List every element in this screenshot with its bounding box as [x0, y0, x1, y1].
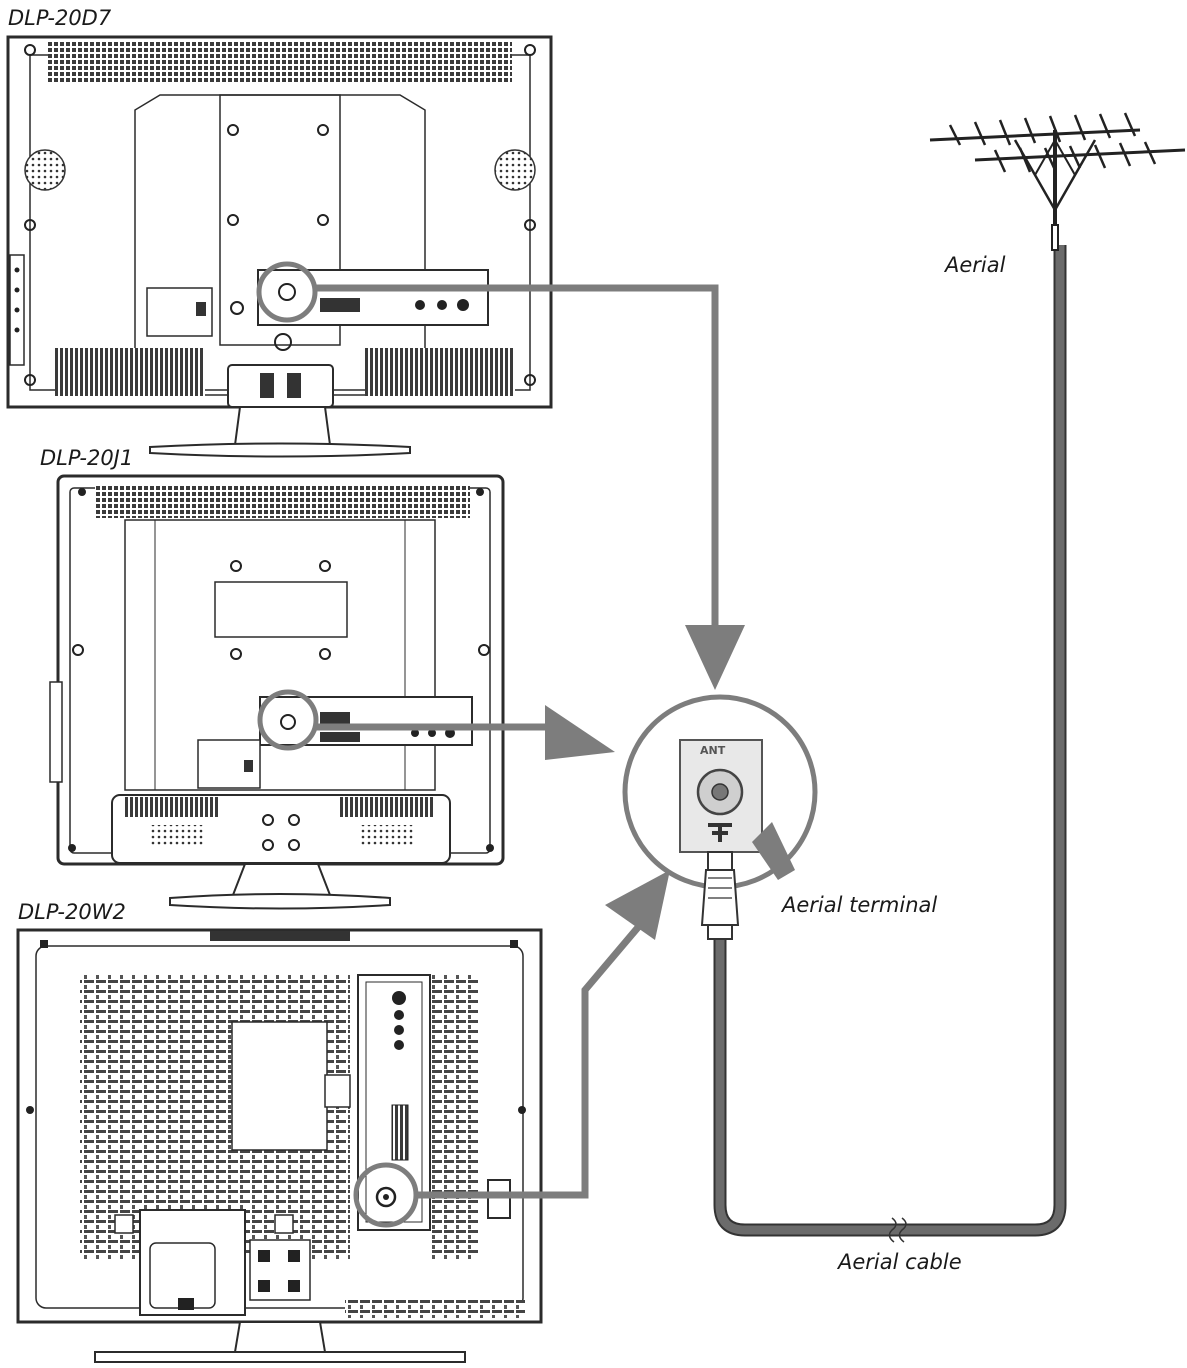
tv1-ant-highlight — [256, 261, 318, 323]
tv3-mount-plate — [231, 1021, 328, 1151]
tv2-ant-socket — [280, 714, 296, 730]
tv2-top-grille — [95, 484, 470, 518]
tv1-ant-socket — [278, 283, 296, 301]
aerial-terminal-pointer — [752, 822, 795, 880]
tv2-connector-panel — [259, 696, 473, 746]
tv3-stand-neck — [233, 1321, 327, 1353]
arrow-tv3-path — [416, 922, 643, 1199]
arrow-tv1-path — [315, 284, 719, 628]
tv2-label-plate — [214, 581, 348, 638]
tv3-vent-grid-right — [432, 975, 480, 1260]
model-label-dlp-20j1: DLP-20J1 — [40, 446, 138, 470]
cable-break-mark — [888, 1217, 907, 1243]
tv3-ant-socket — [375, 1186, 397, 1208]
tv1-speaker-right — [494, 149, 536, 191]
aerial-terminal-closeup — [622, 694, 818, 940]
tv2-stand-neck — [231, 863, 332, 896]
arrow-tv1-head — [685, 625, 745, 690]
model-label-dlp-20d7: DLP-20D7 — [8, 6, 112, 30]
tv2-stand-base — [169, 893, 391, 910]
aerial-cable — [715, 245, 1065, 1235]
tv2-side-buttons — [49, 681, 63, 783]
aerial-antenna — [929, 112, 1186, 251]
tv1-bottom-grille-right — [365, 348, 515, 396]
tv1-bottom-grille-left — [55, 348, 205, 396]
tv1-speaker-left — [24, 149, 66, 191]
tv-dlp-20j1 — [49, 474, 505, 910]
model-label-dlp-20w2: DLP-20W2 — [18, 900, 126, 924]
tv3-stand-base — [94, 1351, 466, 1363]
tv-dlp-20d7 — [6, 35, 553, 458]
aerial-symbol-icon — [708, 823, 732, 842]
arrow-tv3-head — [605, 870, 670, 940]
ant-text: ANT — [700, 744, 726, 757]
tv-dlp-20w2 — [16, 928, 543, 1363]
aerial-cable-label: Aerial cable — [838, 1250, 962, 1274]
tv3-connector-panel — [357, 974, 431, 1231]
aerial-label: Aerial — [945, 253, 1006, 277]
tv2-ant-highlight — [257, 689, 319, 751]
aerial-terminal-label: Aerial terminal — [782, 893, 938, 917]
tv1-stand-neck — [227, 364, 334, 408]
tv1-stand-base — [149, 442, 411, 458]
tv1-top-grille — [48, 42, 512, 84]
arrow-tv2-head — [545, 705, 615, 760]
cable-plug — [707, 851, 733, 871]
